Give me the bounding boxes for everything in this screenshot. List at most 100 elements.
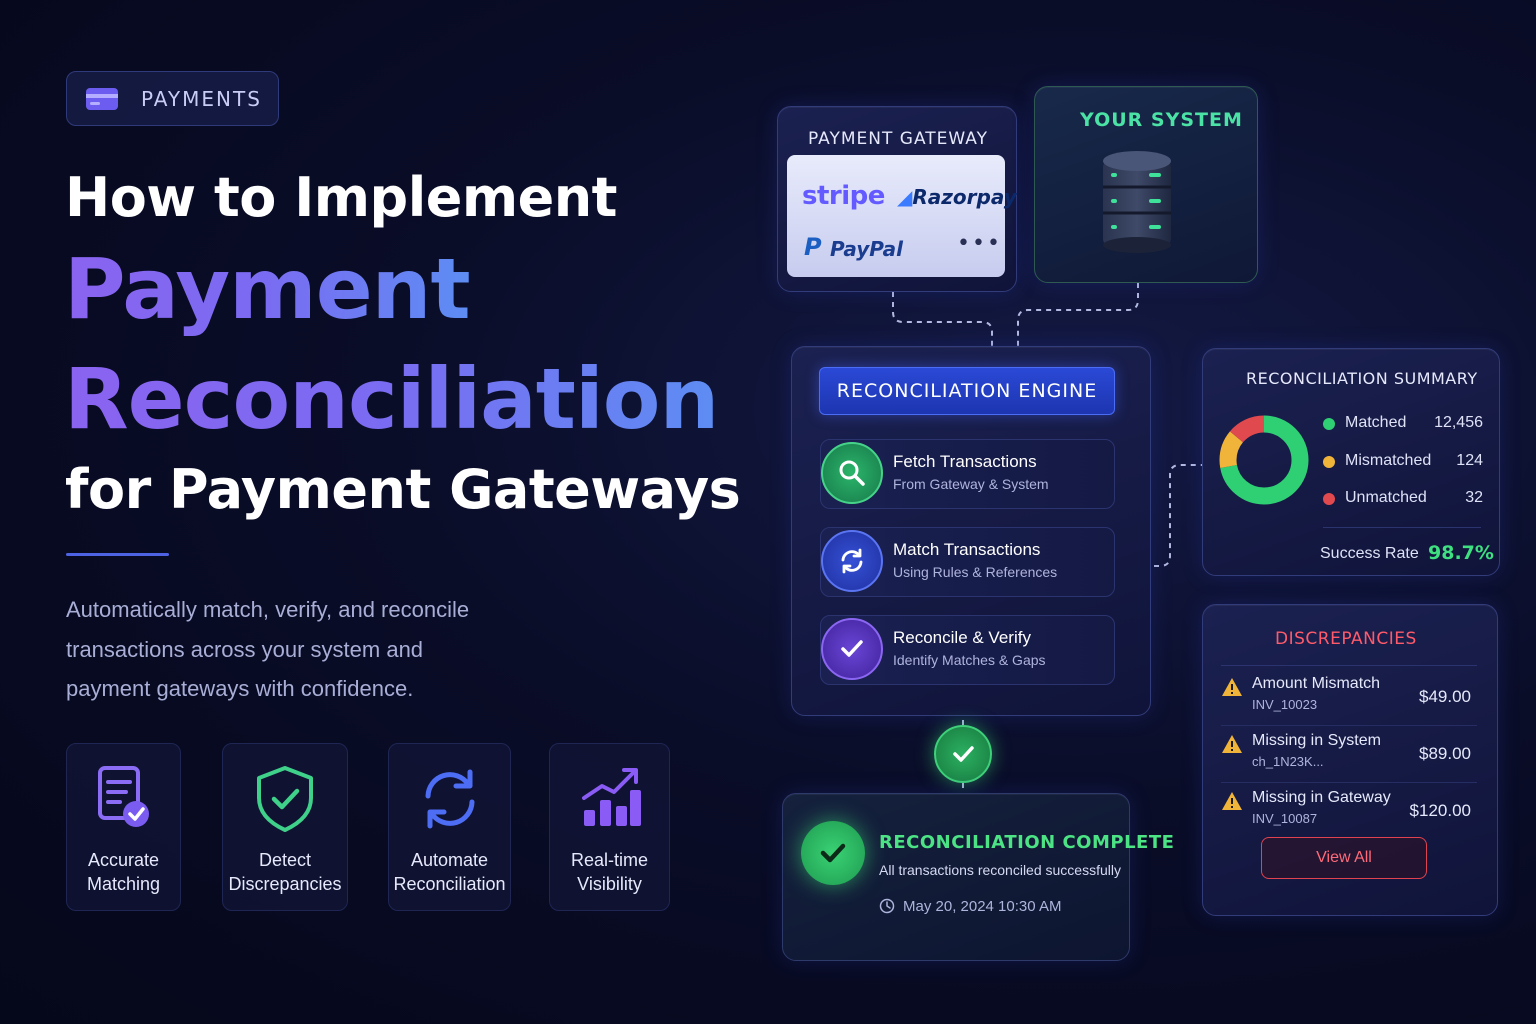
row-divider	[1221, 725, 1477, 726]
discrepancy-row[interactable]: Amount Mismatch INV_10023 $49.00	[1221, 675, 1477, 731]
complete-title: RECONCILIATION COMPLETE	[879, 832, 1175, 853]
discrepancy-id: INV_10023	[1252, 697, 1318, 712]
discrepancy-name: Amount Mismatch	[1252, 675, 1381, 692]
gateway-logos-card: stripe ◢Razorpay P PayPal •••	[787, 155, 1017, 277]
discrepancy-amount: $89.00	[1419, 744, 1471, 763]
success-check-icon	[801, 821, 865, 885]
reconciliation-summary-panel: RECONCILIATION SUMMARY Matched 12,456 Mi…	[1202, 348, 1500, 576]
success-rate-value: 98.7%	[1428, 542, 1494, 564]
discrepancy-id: INV_10087	[1252, 811, 1318, 826]
paypal-icon: P	[804, 233, 822, 261]
subtitle-line-1: Automatically match, verify, and reconci…	[66, 597, 470, 622]
sync-icon	[425, 769, 474, 829]
legend-value: 12,456	[1434, 414, 1483, 431]
discrepancy-id: ch_1N23K...	[1252, 754, 1324, 769]
legend-value: 32	[1465, 489, 1483, 506]
donut-segment-unmatched	[1219, 415, 1309, 505]
razorpay-logo: ◢Razorpay	[897, 185, 1017, 209]
legend-unmatched: Unmatched 32	[1323, 488, 1483, 510]
step-subtitle: From Gateway & System	[893, 476, 1049, 492]
step-match-transactions: Match Transactions Using Rules & Referen…	[820, 527, 1115, 597]
step-title: Reconcile & Verify	[893, 628, 1031, 647]
legend-name: Unmatched	[1345, 489, 1427, 506]
stripe-logo: stripe	[802, 181, 885, 211]
step-reconcile-verify: Reconcile & Verify Identify Matches & Ga…	[820, 615, 1115, 685]
summary-donut-chart	[1219, 415, 1309, 505]
step-circle	[821, 442, 883, 504]
heading-line-2: Payment	[64, 240, 471, 338]
engine-title: RECONCILIATION ENGINE	[819, 367, 1115, 415]
legend-dot	[1323, 418, 1335, 430]
database-server-icon	[1103, 151, 1171, 253]
step-subtitle: Using Rules & References	[893, 564, 1058, 580]
reconciliation-complete-panel: RECONCILIATION COMPLETE All transactions…	[782, 793, 1174, 961]
heading-line-1: How to Implement	[65, 166, 618, 229]
summary-divider	[1323, 527, 1481, 528]
legend-value: 124	[1456, 452, 1483, 469]
complete-subtitle: All transactions reconciled successfully	[879, 862, 1121, 878]
legend-dot	[1323, 456, 1335, 468]
flow-check-node	[934, 725, 992, 783]
step-fetch-transactions: Fetch Transactions From Gateway & System	[820, 439, 1115, 509]
check-icon	[841, 640, 863, 657]
search-icon	[839, 460, 865, 486]
legend-name: Mismatched	[1345, 452, 1432, 469]
summary-title: RECONCILIATION SUMMARY	[1246, 369, 1478, 388]
subtitle-line-3: payment gateways with confidence.	[66, 676, 414, 701]
legend-matched: Matched 12,456	[1323, 413, 1483, 435]
clock-icon	[879, 898, 895, 914]
heading-line-4: for Payment Gateways	[65, 458, 741, 521]
donut-segment-mismatched	[1219, 415, 1309, 505]
your-system-title: YOUR SYSTEM	[1080, 109, 1243, 131]
credit-card-icon	[86, 87, 118, 110]
discrepancies-title: DISCREPANCIES	[1275, 629, 1417, 649]
title-divider	[66, 553, 169, 556]
check-icon	[953, 746, 974, 762]
step-circle	[821, 618, 883, 680]
legend-name: Matched	[1345, 414, 1407, 431]
reconciliation-engine-panel: RECONCILIATION ENGINE Fetch Transactions…	[791, 346, 1151, 716]
step-subtitle: Identify Matches & Gaps	[893, 652, 1046, 668]
complete-timestamp: May 20, 2024 10:30 AM	[903, 898, 1062, 915]
step-title: Match Transactions	[893, 540, 1041, 559]
discrepancy-amount: $49.00	[1419, 687, 1471, 706]
discrepancy-name: Missing in System	[1252, 732, 1381, 749]
view-all-button[interactable]: View All	[1261, 837, 1427, 879]
row-divider	[1221, 782, 1477, 783]
subtitle: Automatically match, verify, and reconci…	[66, 590, 586, 709]
gateway-title: PAYMENT GATEWAY	[808, 129, 988, 149]
heading-line-3: Reconciliation	[64, 350, 719, 448]
document-check-icon	[97, 766, 149, 827]
step-title: Fetch Transactions	[893, 452, 1037, 471]
discrepancies-panel: DISCREPANCIES Amount Mismatch INV_10023 …	[1202, 604, 1498, 916]
discrepancies-divider	[1221, 665, 1477, 666]
bar-chart-up-icon	[581, 768, 641, 826]
discrepancy-amount: $120.00	[1409, 801, 1471, 820]
shield-check-icon	[257, 766, 313, 832]
subtitle-line-2: transactions across your system and	[66, 636, 424, 662]
warning-icon	[1222, 735, 1242, 753]
discrepancy-row[interactable]: Missing in Gateway INV_10087 $120.00	[1221, 789, 1477, 845]
discrepancy-name: Missing in Gateway	[1252, 789, 1391, 806]
badge-label: PAYMENTS	[141, 86, 262, 111]
success-rate-label: Success Rate	[1320, 545, 1419, 562]
discrepancy-row[interactable]: Missing in System ch_1N23K... $89.00	[1221, 732, 1477, 788]
more-gateways-icon: •••	[957, 231, 1002, 256]
category-badge: PAYMENTS	[66, 71, 279, 126]
warning-icon	[1222, 792, 1242, 810]
your-system-panel: YOUR SYSTEM	[1034, 86, 1258, 283]
step-circle	[821, 530, 883, 592]
paypal-logo: PayPal	[830, 237, 904, 261]
warning-icon	[1222, 678, 1242, 696]
sync-icon	[841, 548, 863, 574]
payment-gateway-panel: PAYMENT GATEWAY stripe ◢Razorpay P PayPa…	[777, 106, 1017, 292]
legend-dot	[1323, 493, 1335, 505]
